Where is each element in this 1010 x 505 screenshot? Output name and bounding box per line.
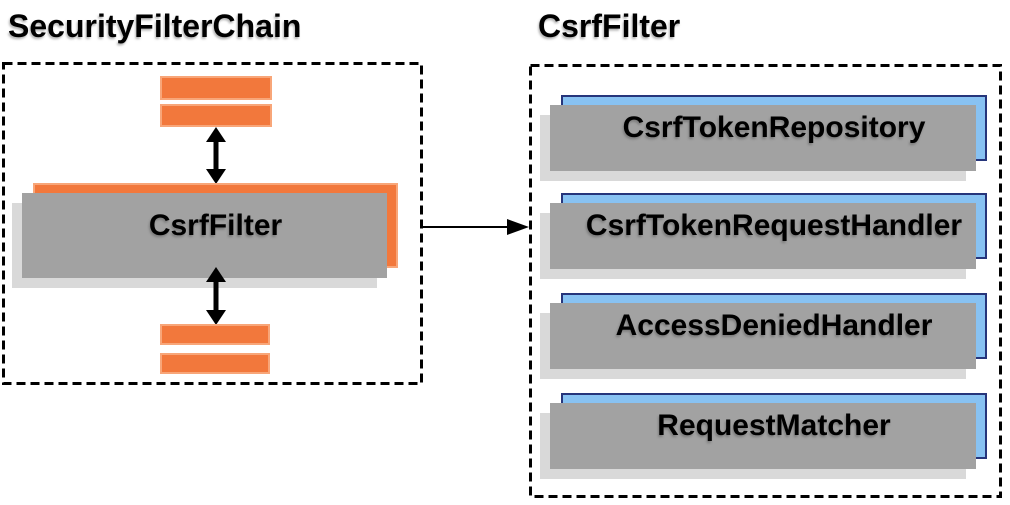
filter-bar-bottom-2	[160, 353, 270, 374]
csrf-filter-boundary	[529, 64, 1002, 498]
bidirectional-arrow-icon	[206, 127, 226, 184]
right-arrow-icon	[423, 219, 529, 235]
collaborator-label: AccessDeniedHandler	[615, 309, 933, 342]
csrf-filter-node-label: CsrfFilter	[148, 208, 283, 242]
security-filter-chain-boundary	[2, 62, 423, 385]
csrf-filter-node: CsrfFilter	[33, 183, 398, 268]
collaborator-box-request-matcher: RequestMatcher	[561, 393, 987, 459]
filter-bar-bottom-1	[160, 324, 270, 345]
csrf-filter-title: CsrfFilter	[538, 8, 681, 44]
collaborator-box-csrf-token-repository: CsrfTokenRepository	[561, 95, 987, 161]
filter-bar-top-1	[160, 76, 272, 100]
collaborator-box-access-denied-handler: AccessDeniedHandler	[561, 293, 987, 359]
collaborator-label: RequestMatcher	[657, 409, 891, 442]
bidirectional-arrow-icon	[206, 267, 226, 325]
security-filter-chain-title: SecurityFilterChain	[8, 8, 302, 44]
collaborator-box-csrf-token-request-handler: CsrfTokenRequestHandler	[561, 193, 987, 259]
collaborator-label: CsrfTokenRepository	[622, 111, 926, 144]
collaborator-label: CsrfTokenRequestHandler	[585, 209, 963, 242]
filter-bar-top-2	[160, 104, 272, 127]
